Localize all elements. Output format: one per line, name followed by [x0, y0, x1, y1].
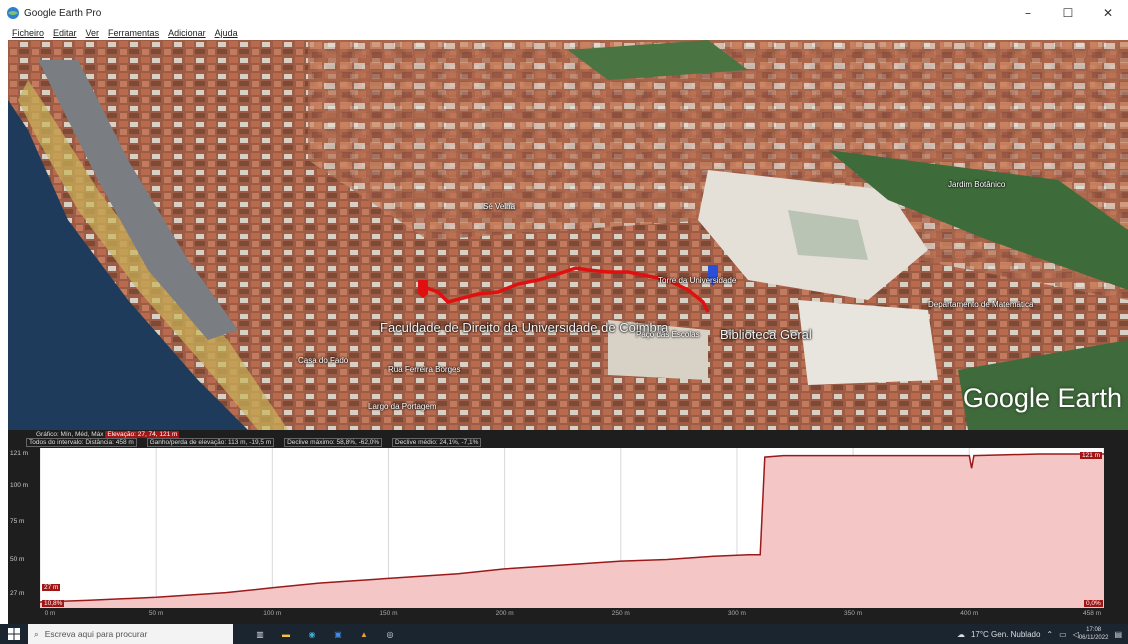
google-earth-watermark: Google Earth [962, 383, 1122, 413]
x-tick-label: 200 m [495, 610, 514, 617]
task-view-icon[interactable]: ▥ [256, 629, 264, 639]
taskbar: ⌕ Escreva aqui para procurar ▥ ▬ ◉ ▣ ▲ ◎… [0, 624, 1128, 644]
x-tick-label: 150 m [379, 610, 398, 617]
start-slope-tag: 10,8% [42, 600, 65, 607]
clock-time: 17:08 [1086, 627, 1102, 633]
elevation-profile-panel: Gráfico: Mín, Méd, Máx Elevação: 27, 74,… [8, 430, 1128, 624]
maximize-button[interactable]: ☐ [1062, 6, 1074, 20]
menu-ajuda[interactable]: Ajuda [214, 28, 238, 38]
close-button[interactable]: ✕ [1102, 6, 1114, 20]
x-tick-label: 458 m [1082, 610, 1102, 617]
weather-icon: ☁ [956, 629, 965, 639]
menu-ver[interactable]: Ver [85, 28, 100, 38]
label-biblioteca[interactable]: Biblioteca Geral [720, 327, 812, 342]
x-tick-label: 0 m [44, 610, 56, 617]
label-largo[interactable]: Largo da Portagem [368, 402, 437, 411]
end-elevation-tag: 121 m [1080, 452, 1103, 459]
notifications-icon[interactable]: ▤ [1114, 629, 1122, 639]
label-jardim[interactable]: Jardim Botânico [948, 180, 1006, 189]
volume-icon[interactable]: ◁ [1072, 629, 1079, 639]
x-tick-label: 400 m [960, 610, 979, 617]
menu-ferramentas[interactable]: Ferramentas [108, 28, 160, 38]
x-tick-label: 250 m [611, 610, 630, 617]
profile-summary: Gráfico: Mín, Méd, Máx Elevação: 27, 74,… [8, 430, 1128, 448]
title-bar: Google Earth Pro – ☐ ✕ [0, 0, 1128, 26]
y-tick-label: 50 m [10, 556, 25, 563]
elevation-line [40, 453, 1104, 603]
google-earth-taskbar-icon[interactable]: ◎ [386, 629, 394, 639]
menu-ficheiro[interactable]: Ficheiro [12, 28, 45, 38]
elevation-area [40, 454, 1104, 608]
store-icon[interactable]: ▣ [334, 629, 342, 639]
file-explorer-icon[interactable]: ▬ [282, 629, 290, 639]
x-tick-label: 300 m [727, 610, 746, 617]
start-button[interactable] [0, 628, 28, 640]
profile-elevation-highlight: Elevação: 27, 74, 121 m [105, 431, 180, 438]
tray-arrow-icon[interactable]: ⌃ [1046, 629, 1054, 639]
x-tick-label: 50 m [148, 610, 164, 617]
label-dep[interactable]: Departamento de Matemática [928, 300, 1034, 309]
y-tick-label: 121 m [10, 450, 29, 457]
clock-date: 06/11/2022 [1078, 635, 1109, 641]
profile-distance: Todos do intervalo: Distância: 458 m [26, 438, 137, 447]
end-slope-tag: 0,0% [1084, 600, 1103, 607]
menu-editar[interactable]: Editar [53, 28, 77, 38]
label-rua[interactable]: Rua Ferreira Borges [388, 365, 461, 374]
profile-summary-prefix: Gráfico: Mín, Méd, Máx [36, 431, 104, 438]
search-placeholder: Escreva aqui para procurar [44, 629, 148, 639]
clock[interactable]: 17:08 06/11/2022 [1079, 626, 1109, 642]
map-view[interactable]: Faculdade de Direito da Universidade de … [8, 40, 1128, 430]
windows-icon [8, 628, 20, 640]
label-casa[interactable]: Casa do Fado [298, 356, 349, 365]
elevation-chart[interactable] [40, 448, 1104, 608]
profile-gain-loss: Ganho/perda de elevação: 113 m, -19,5 m [146, 438, 275, 447]
x-tick-label: 100 m [263, 610, 282, 617]
profile-max-slope: Declive máximo: 58,8%, -62,0% [284, 438, 383, 447]
profile-avg-slope: Declive médio: 24,1%, -7,1% [392, 438, 482, 447]
y-tick-label: 27 m [10, 590, 25, 597]
y-tick-label: 100 m [10, 482, 29, 489]
start-elevation-tag: 27 m [42, 584, 61, 591]
search-icon: ⌕ [34, 628, 39, 639]
label-torre[interactable]: Torre da Universidade [658, 276, 737, 285]
weather-text[interactable]: 17°C Gen. Nublado [970, 629, 1041, 639]
network-icon[interactable]: ▭ [1059, 629, 1067, 639]
menu-adicionar[interactable]: Adicionar [168, 28, 206, 38]
photos-icon[interactable]: ▲ [360, 629, 368, 639]
taskbar-search[interactable]: ⌕ Escreva aqui para procurar [28, 624, 233, 644]
google-earth-icon [7, 7, 19, 19]
window-title: Google Earth Pro [24, 7, 102, 19]
label-paco[interactable]: Paço das Escolas [636, 330, 700, 339]
label-se[interactable]: Sé Velha [483, 202, 516, 211]
minimize-button[interactable]: – [1025, 6, 1031, 20]
map-imagery [8, 40, 1128, 430]
edge-icon[interactable]: ◉ [308, 629, 316, 639]
label-faculdade[interactable]: Faculdade de Direito da Universidade de … [380, 320, 669, 335]
menu-bar: Ficheiro Editar Ver Ferramentas Adiciona… [0, 26, 1128, 40]
x-tick-label: 350 m [844, 610, 863, 617]
y-tick-label: 75 m [10, 518, 25, 525]
